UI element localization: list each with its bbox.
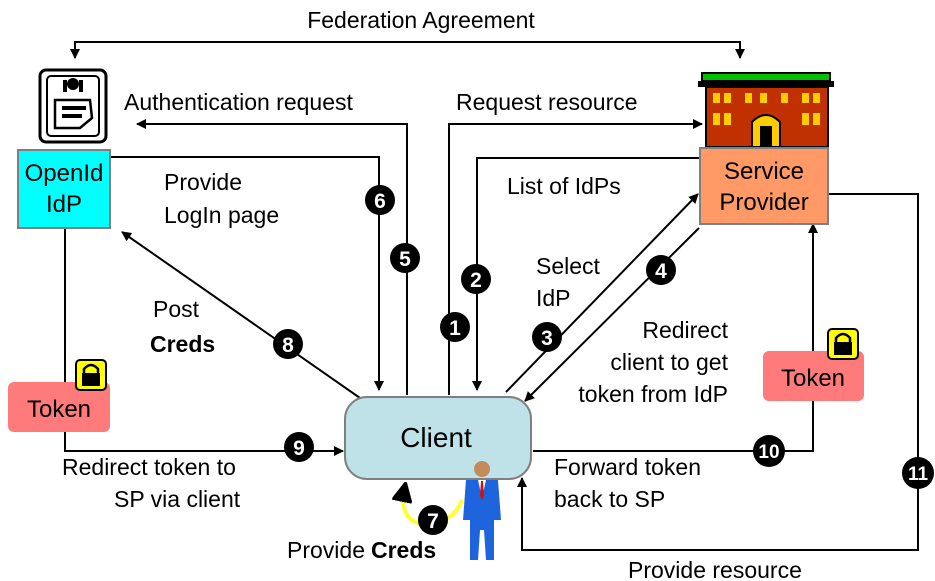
step-number: 9 [293, 437, 305, 460]
step-badges: 1 2 3 4 5 6 7 8 9 10 11 [273, 185, 934, 535]
padlock-icon [827, 328, 859, 360]
idp-label-line2: IdP [46, 191, 82, 218]
openid-logo-icon [38, 68, 108, 144]
redirect-client-arrow [524, 227, 700, 402]
step-badge-1: 1 [440, 312, 470, 342]
person-icon [463, 461, 501, 560]
list-idps-arrow [472, 157, 700, 391]
request-resource-label: Request resource [456, 89, 638, 115]
token-right: Token [763, 351, 864, 401]
select-idp-label-2: IdP [536, 285, 571, 311]
building-icon [698, 72, 834, 148]
provide-creds-label-2: Creds [371, 537, 436, 563]
select-idp-label-1: Select [536, 253, 601, 279]
step-number: 6 [374, 190, 386, 213]
step-number: 10 [758, 442, 779, 463]
connectors [64, 41, 919, 551]
token-left: Token [8, 382, 110, 432]
openid-idp-box: OpenId IdP [17, 149, 111, 229]
sp-label-line2: Provider [719, 189, 808, 216]
provide-creds-label-1: Provide [287, 537, 365, 563]
sp-label-line1: Service [724, 158, 804, 185]
step-badge-8: 8 [273, 329, 303, 359]
flow-labels: Federation Agreement Authentication requ… [62, 7, 802, 581]
auth-request-label: Authentication request [124, 89, 353, 115]
redirect-token-arrow [64, 228, 344, 456]
step-number: 8 [282, 334, 294, 357]
step-number: 3 [541, 327, 553, 350]
forward-token-label-1: Forward token [554, 454, 701, 480]
step-badge-11: 11 [902, 457, 934, 489]
client-label: Client [400, 422, 472, 453]
post-creds-label-2: Creds [150, 331, 215, 357]
token-left-label: Token [27, 396, 91, 423]
request-resource-arrow [448, 119, 703, 395]
list-idps-label: List of IdPs [507, 173, 621, 199]
post-creds-label-1: Post [153, 296, 200, 322]
step-number: 5 [399, 248, 411, 271]
token-right-label: Token [781, 365, 845, 392]
idp-label-line1: OpenId [25, 160, 104, 187]
step-badge-3: 3 [532, 322, 562, 352]
step-badge-2: 2 [461, 264, 491, 294]
redirect-token-label-2: SP via client [114, 486, 241, 512]
redirect-token-label-1: Redirect token to [62, 454, 236, 480]
step-badge-6: 6 [365, 185, 395, 215]
step-number: 2 [470, 269, 482, 292]
redirect-label-2: client to get [610, 349, 728, 375]
step-badge-9: 9 [284, 432, 314, 462]
redirect-label-1: Redirect [642, 317, 728, 343]
auth-request-arrow [136, 119, 408, 395]
step-badge-4: 4 [646, 255, 676, 285]
step-number: 11 [908, 464, 929, 485]
provide-login-label-1: Provide [164, 169, 242, 195]
redirect-label-3: token from IdP [578, 381, 728, 407]
provide-resource-arrow [517, 193, 919, 551]
provide-login-label-2: LogIn page [164, 202, 279, 228]
client-node: Client [344, 396, 532, 480]
select-idp-arrow [505, 193, 699, 393]
service-provider-box: Service Provider [699, 147, 829, 225]
provide-resource-label: Provide resource [628, 557, 802, 581]
padlock-icon [75, 359, 107, 391]
forward-token-label-2: back to SP [554, 486, 665, 512]
step-badge-7: 7 [418, 505, 448, 535]
step-number: 7 [427, 510, 439, 533]
step-badge-10: 10 [753, 435, 785, 467]
step-number: 4 [655, 260, 667, 283]
step-number: 1 [449, 317, 461, 340]
forward-token-arrow [533, 223, 818, 452]
federation-agreement-label: Federation Agreement [307, 7, 535, 33]
federation-arrow [70, 41, 745, 59]
provide-login-arrow [111, 156, 384, 391]
step-badge-5: 5 [390, 243, 420, 273]
post-creds-arrow [121, 231, 361, 399]
